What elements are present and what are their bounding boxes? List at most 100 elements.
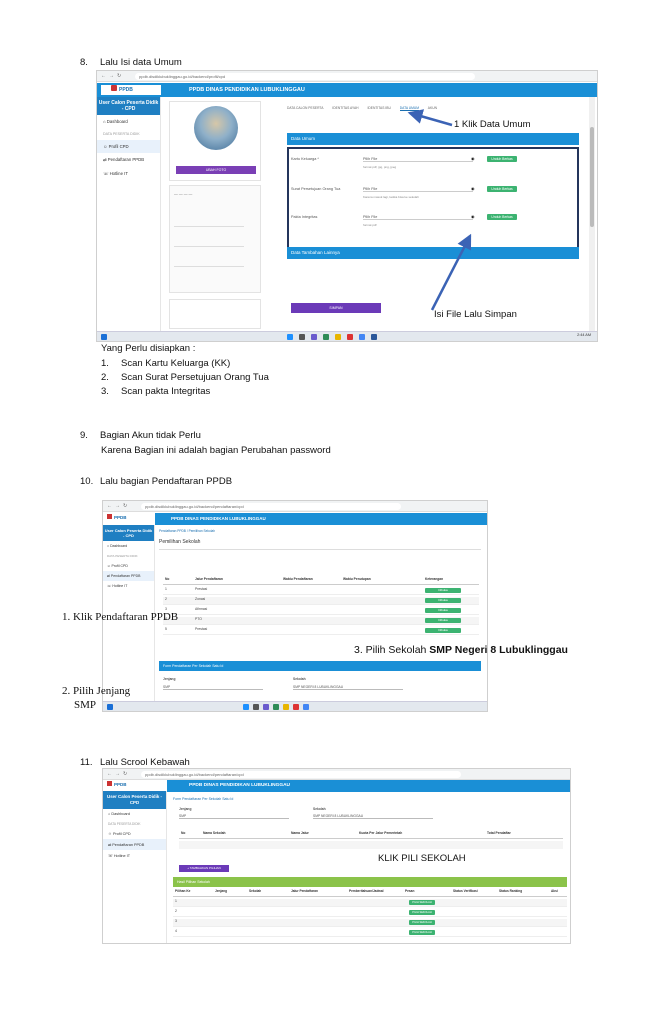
sekolah-select[interactable]: SMP NEGERI 8 LUBUKLINGGAU: [313, 814, 433, 819]
sidebar-item-dashboard[interactable]: ⌂ Dashboard: [103, 119, 128, 124]
sekolah-select[interactable]: SMP NEGERI 8 LUBUKLINGGAU: [293, 685, 403, 690]
eye-icon[interactable]: ◉: [471, 156, 475, 161]
start-icon[interactable]: [287, 334, 293, 340]
save-button[interactable]: SIMPAN: [291, 303, 381, 313]
sidebar: User Calon Peserta Didik - CPD ⌂ Dashboa…: [97, 97, 161, 333]
form-header: Form Pendaftaran Per Sekolah Satu Id: [159, 661, 481, 671]
field-kk-input[interactable]: Pilih File: [363, 157, 473, 162]
word-icon[interactable]: [371, 334, 377, 340]
acrobat-icon[interactable]: [347, 334, 353, 340]
pilih-sekolah-button[interactable]: PILIH SEKOLAH: [409, 910, 435, 915]
field-sp-button[interactable]: Unduh Berkas: [487, 186, 517, 192]
status-badge: Dibuka: [425, 598, 461, 603]
annotation-jenjang-smp: SMP: [74, 699, 97, 711]
jenjang-select[interactable]: SMP: [163, 685, 263, 690]
search-icon[interactable]: [253, 704, 259, 710]
sidebar-item-dashboard[interactable]: ⌂ Dashboard: [108, 812, 130, 816]
reload-icon[interactable]: ↻: [117, 73, 122, 79]
pilih-sekolah-button[interactable]: PILIH SEKOLAH: [409, 930, 435, 935]
annotation-isi-file: Isi File Lalu Simpan: [434, 309, 517, 320]
sidebar-item-dashboard[interactable]: ⌂ Dashboard: [107, 544, 128, 548]
tab-identitas-ibu[interactable]: IDENTITAS IBU: [367, 106, 391, 110]
step-8-heading: 8.Lalu Isi data Umum: [80, 57, 182, 68]
address-bar[interactable]: ppdb.disdiklubuklinggau.go.id/backend/pe…: [141, 771, 461, 778]
app-header: PPDB DINAS PENDIDIKAN LUBUKLINGGAU: [167, 780, 570, 792]
prep-item: 2.Scan Surat Persetujuan Orang Tua: [101, 372, 269, 383]
sidebar-item-pendaftaran[interactable]: ⇌ Pendaftaran PPDB: [103, 157, 145, 162]
field-pakta-hint: format pdf: [363, 223, 377, 227]
chrome-icon[interactable]: [303, 704, 309, 710]
sidebar-item-hotline[interactable]: ☏ Hotline IT: [108, 854, 131, 858]
field-sp-label: Surat Persetujuan Orang Tua: [291, 187, 341, 191]
back-icon[interactable]: ←: [107, 503, 112, 509]
edge-icon[interactable]: [323, 334, 329, 340]
start-icon[interactable]: [243, 704, 249, 710]
step-10-heading: 10.Lalu bagian Pendaftaran PPDB: [80, 476, 233, 487]
jenjang-select[interactable]: SMP: [179, 814, 289, 819]
browser-toolbar: ← → ↻ ppdb.disdiklubuklinggau.go.id/back…: [97, 71, 597, 82]
scrollbar[interactable]: [589, 97, 595, 333]
edge-icon[interactable]: [273, 704, 279, 710]
tab-data-calon[interactable]: DATA CALON PESERTA: [287, 106, 324, 110]
forward-icon[interactable]: →: [109, 73, 114, 79]
sidebar-item-profil[interactable]: ☺ Profil CPD: [97, 140, 160, 153]
annotation-pilih-sekolah: 3. Pilih Sekolah SMP Negeri 8 Lubuklingg…: [354, 644, 568, 656]
tab-identitas-ayah[interactable]: IDENTITAS AYAH: [332, 106, 359, 110]
sidebar-item-profil[interactable]: ☺ Profil CPD: [107, 564, 128, 568]
pilih-sekolah-button[interactable]: PILIH SEKOLAH: [409, 920, 435, 925]
widget-icon[interactable]: [107, 704, 113, 710]
add-choice-button[interactable]: + TAMBAHKAN PILIHAN: [179, 865, 229, 872]
field-sp-input[interactable]: Pilih File: [363, 187, 473, 192]
app-header: PPDB DINAS PENDIDIKAN LUBUKLINGGAU: [97, 83, 597, 97]
reload-icon[interactable]: ↻: [123, 771, 128, 777]
folder-icon[interactable]: [335, 334, 341, 340]
address-bar[interactable]: ppdb.disdiklubuklinggau.go.id/backend/pr…: [135, 73, 475, 80]
status-badge: Dibuka: [425, 608, 461, 613]
prep-item: 3.Scan pakta Integritas: [101, 386, 211, 397]
eye-icon[interactable]: ◉: [471, 186, 475, 191]
sekolah-label: Sekolah: [313, 807, 326, 811]
chat-icon[interactable]: [263, 704, 269, 710]
eye-icon[interactable]: ◉: [471, 214, 475, 219]
tab-data-umum[interactable]: DATA UMUM: [399, 106, 420, 111]
step-9-note: Karena Bagian ini adalah bagian Perubaha…: [101, 445, 331, 456]
field-pakta-input[interactable]: Pilih File: [363, 215, 473, 220]
back-icon[interactable]: ←: [107, 771, 112, 777]
field-kk-label: Kartu Keluarga *: [291, 157, 319, 161]
sidebar-item-hotline[interactable]: ☏ Hotline IT: [107, 584, 128, 588]
sidebar-item-pendaftaran[interactable]: ⇌ Pendaftaran PPDB: [103, 839, 166, 850]
chat-icon[interactable]: [311, 334, 317, 340]
sidebar-item-pendaftaran[interactable]: ⇌ Pendaftaran PPDB: [103, 571, 154, 581]
forward-icon[interactable]: →: [115, 503, 120, 509]
sidebar-item-hotline[interactable]: ☏ Hotline IT: [103, 171, 128, 176]
search-icon[interactable]: [299, 334, 305, 340]
brand-logo: PPDB: [107, 781, 127, 787]
screenshot-pendaftaran: ← → ↻ ppdb.disdiklubuklinggau.go.id/back…: [102, 500, 488, 712]
reload-icon[interactable]: ↻: [123, 503, 128, 509]
back-icon[interactable]: ←: [101, 73, 106, 79]
section-data-tambahan-header: Data Tambahan Lainnya: [287, 247, 579, 259]
address-bar[interactable]: ppdb.disdiklubuklinggau.go.id/backend/pe…: [141, 503, 401, 510]
field-pakta-button[interactable]: Unduh Berkas: [487, 214, 517, 220]
widget-icon[interactable]: [101, 334, 107, 340]
field-kk-button[interactable]: Unduh Berkas: [487, 156, 517, 162]
step-11-heading: 11.Lalu Scrool Kebawah: [80, 757, 190, 768]
forward-icon[interactable]: →: [115, 771, 120, 777]
breadcrumb[interactable]: Pendaftaran PPDB / Pemilihan Sekolah: [159, 529, 215, 533]
field-sp-hint: Karena masuk lagi, ketika bisa ke sekola…: [363, 195, 419, 199]
sidebar-item-profil[interactable]: ☺ Profil CPD: [108, 832, 131, 836]
prep-list: 1.Scan Kartu Keluarga (KK) 2.Scan Surat …: [101, 358, 269, 400]
pilih-sekolah-button[interactable]: PILIH SEKOLAH: [409, 900, 435, 905]
acrobat-icon[interactable]: [293, 704, 299, 710]
change-photo-button[interactable]: UBAH FOTO: [176, 166, 256, 174]
choice-table-header: No Nama Sekolah Nama Jalur Kuota Per Jal…: [179, 831, 563, 839]
status-badge: Dibuka: [425, 628, 461, 633]
chrome-icon[interactable]: [359, 334, 365, 340]
windows-taskbar: 2:44 AM: [97, 331, 597, 341]
tab-akun[interactable]: AKUN: [427, 106, 437, 110]
folder-icon[interactable]: [283, 704, 289, 710]
sidebar-title: User Calon Peserta Didik - CPD: [103, 525, 154, 541]
result-table-header: Pilihan Ke Jenjang Sekolah Jalur Pendaft…: [173, 889, 567, 897]
